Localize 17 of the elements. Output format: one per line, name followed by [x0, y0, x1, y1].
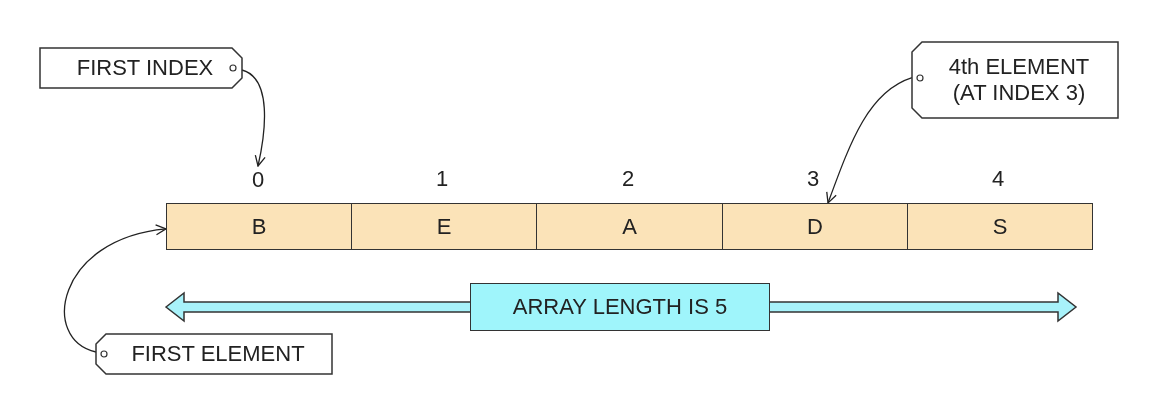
callout-tag: FIRST ELEMENT	[96, 334, 332, 374]
array-cell: D	[722, 203, 908, 250]
index-number: 4	[992, 166, 1005, 192]
array-cell: A	[536, 203, 723, 250]
array-cell: B	[166, 203, 352, 250]
leader-arrow	[241, 69, 266, 167]
callout-tag: FIRST INDEX	[40, 48, 242, 88]
callout-tag: 4th ELEMENT (AT INDEX 3)	[912, 42, 1118, 118]
array-cell: E	[351, 203, 537, 250]
index-number: 3	[807, 166, 820, 192]
leader-arrow	[826, 77, 913, 204]
index-number: 0	[246, 166, 270, 194]
length-label: ARRAY LENGTH IS 5	[470, 283, 770, 331]
index-number: 2	[622, 166, 635, 192]
leader-arrow	[64, 224, 167, 353]
array-cell: S	[907, 203, 1093, 250]
index-number: 1	[436, 166, 449, 192]
